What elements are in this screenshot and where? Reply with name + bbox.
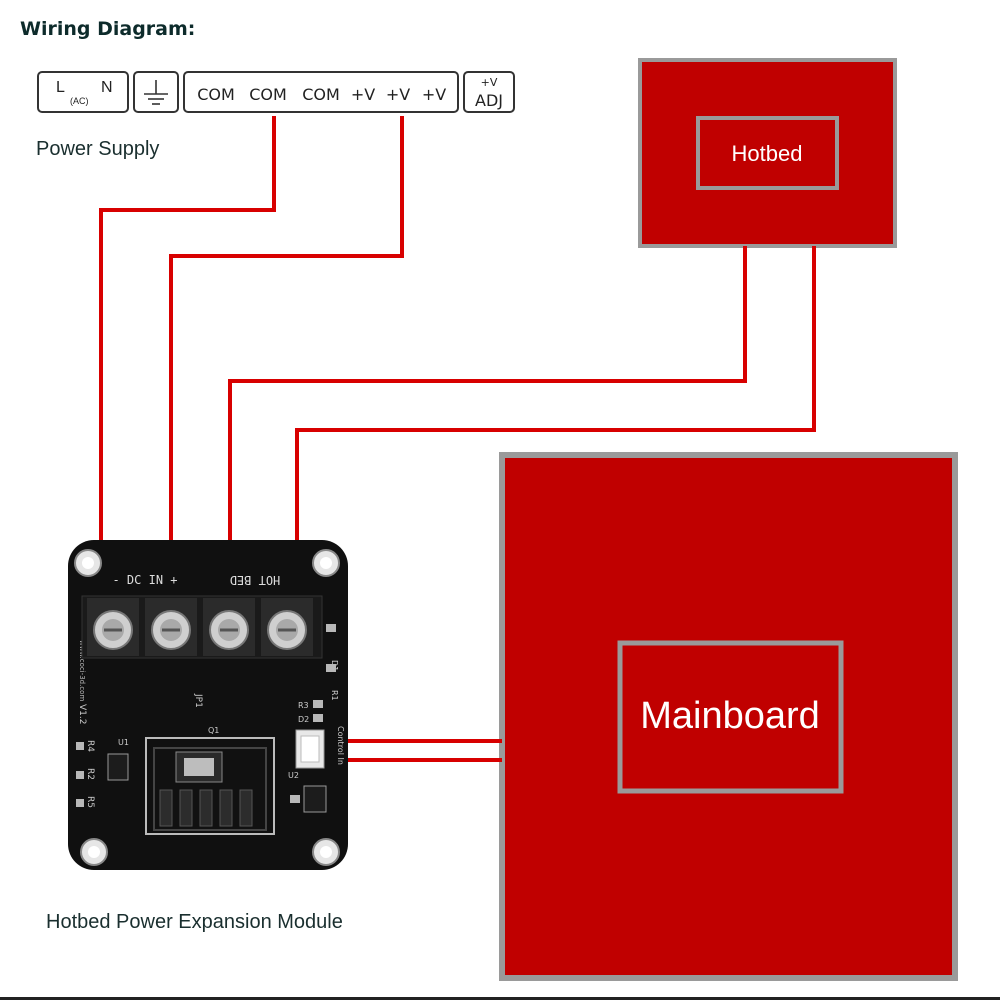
url-label: www.coci-3d.com — [78, 640, 86, 701]
hotbed-label: Hotbed — [732, 141, 803, 166]
u1-label: U1 — [118, 738, 129, 747]
q1-label: Q1 — [208, 726, 219, 735]
module-caption: Hotbed Power Expansion Module — [46, 911, 343, 933]
r2-label: R2 — [85, 768, 95, 780]
terminal-com-1: COM — [197, 85, 235, 104]
terminal-v-2: +V — [386, 85, 410, 104]
control-in-label: Control In — [336, 726, 345, 765]
terminal-com-2: COM — [249, 85, 287, 104]
dc-in-label: - DC IN + — [112, 573, 177, 587]
bottom-rule — [0, 997, 1000, 1000]
wire-hotbed-2 — [295, 246, 816, 605]
adj-v-label: +V — [481, 76, 498, 89]
power-supply-terminals: L N (AC) COM COM COM +V +V +V +V ADJ — [37, 71, 515, 113]
version-label: V1.2 — [77, 704, 87, 724]
terminal-v-3: +V — [422, 85, 446, 104]
ac-terminal-box — [37, 71, 129, 113]
ac-n-label: N — [101, 79, 113, 96]
u2-label: U2 — [288, 771, 299, 780]
dc-terminal-box — [183, 71, 459, 113]
mainboard-label: Mainboard — [640, 695, 820, 737]
screw-terminals — [87, 598, 313, 656]
adj-terminal-box — [463, 71, 515, 113]
r4-label: R4 — [85, 740, 95, 752]
r5-label: R5 — [85, 796, 95, 808]
power-supply-caption: Power Supply — [36, 138, 160, 160]
mainboard-box: Mainboard — [499, 452, 958, 981]
r1-label: R1 — [330, 690, 339, 701]
wire-hotbed-1 — [228, 246, 747, 605]
wire-com-to-dc-minus — [99, 116, 276, 605]
ac-l-label: L — [56, 79, 65, 96]
wire-v-to-dc-plus — [169, 116, 404, 605]
ac-label: (AC) — [70, 96, 89, 106]
hot-bed-label: HOT BED — [230, 573, 281, 587]
diagram-heading: Wiring Diagram: — [20, 18, 196, 40]
terminal-com-3: COM — [302, 85, 340, 104]
r3-label: R3 — [298, 701, 309, 710]
mounting-holes — [74, 549, 340, 866]
d2-label: D2 — [298, 715, 309, 724]
jp1-label: JP1 — [193, 693, 203, 708]
hotbed-box: Hotbed — [638, 58, 897, 248]
adj-label: ADJ — [475, 91, 503, 110]
ground-icon — [133, 71, 179, 113]
expansion-module: - DC IN + HOT BED www.coci-3d.com JP1 D1 — [68, 540, 348, 870]
terminal-v-1: +V — [351, 85, 375, 104]
wires — [99, 116, 816, 762]
